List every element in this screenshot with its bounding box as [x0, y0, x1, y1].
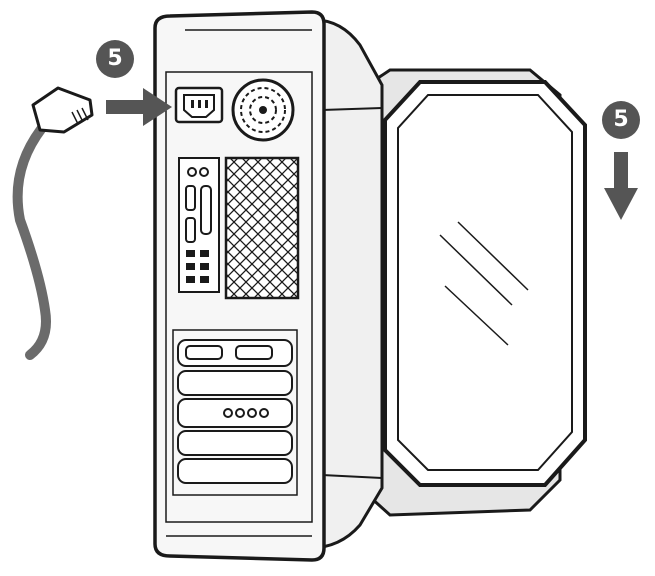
expansion-slots	[172, 329, 298, 496]
step-number-badge: 5	[96, 40, 134, 78]
io-panel	[178, 157, 220, 293]
down-arrow-icon	[604, 152, 638, 220]
fan-grille-icon	[231, 78, 295, 142]
glass-reflection	[439, 221, 529, 346]
power-socket-icon[interactable]	[174, 86, 224, 124]
power-cable	[12, 86, 94, 360]
vent-mesh	[224, 156, 300, 300]
rear-panel	[153, 10, 326, 562]
side-panel	[328, 68, 587, 517]
right-arrow-icon	[106, 88, 172, 126]
power-cable-plug-icon[interactable]	[31, 86, 94, 134]
step-number-badge: 5	[602, 101, 640, 139]
